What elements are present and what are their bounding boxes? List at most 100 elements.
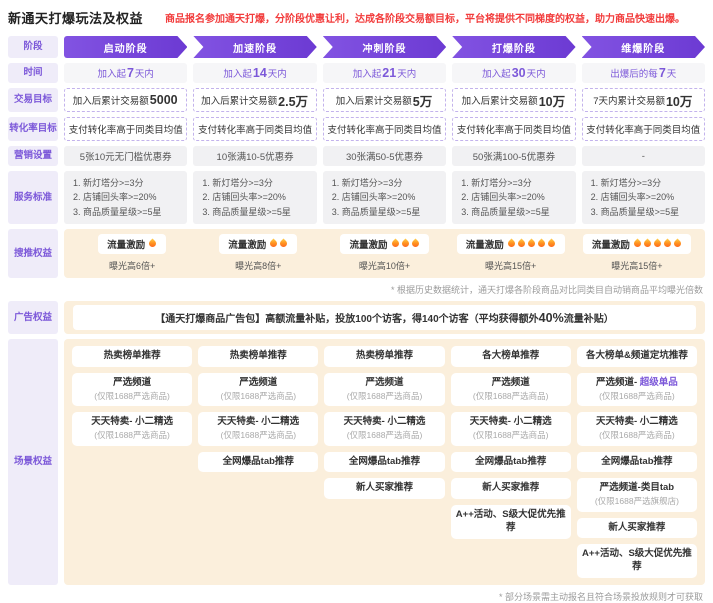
- scene-benefits-panel: 热卖榜单推荐 严选频道 (仅限1688严选商品) 天天特卖- 小二精选 (仅限1…: [64, 339, 705, 586]
- ad-benefits-panel: 【通天打爆商品广告包】高额流量补贴，投放100个访客，得140个访客（平均获得额…: [64, 301, 705, 335]
- exposure-note: 曝光高15倍+: [485, 261, 537, 272]
- scene-benefit-box: 热卖榜单推荐: [324, 346, 445, 367]
- scene-benefit-box: 天天特卖- 小二精选 (仅限1688严选商品): [450, 412, 571, 446]
- marketing-row: 营销设置 5张10元无门槛优惠券 10张满10-5优惠券 30张满50-5优惠券…: [8, 146, 705, 166]
- flame-icons: [147, 238, 158, 249]
- conversion-cell: 支付转化率高于同类目均值: [581, 117, 705, 141]
- marketing-cell: 10张满10-5优惠券: [193, 146, 317, 166]
- conversion-cell: 支付转化率高于同类目均值: [64, 117, 188, 141]
- flame-icons: [390, 238, 420, 249]
- flame-icon: [632, 238, 643, 249]
- row-label-promo: 搜推权益: [8, 229, 58, 279]
- flame-icon: [526, 238, 537, 249]
- scene-benefit-box: 严选频道- 超级单品 (仅限1688严选商品): [576, 372, 697, 407]
- exposure-note: 曝光高10倍+: [358, 261, 411, 272]
- promo-cell: 流量激励 曝光高6倍+: [72, 234, 192, 272]
- scene-benefit-box: 新人买家推荐: [324, 478, 445, 500]
- exposure-note: 曝光高6倍+: [108, 261, 156, 272]
- promo-row: 搜推权益 流量激励 曝光高6倍+ 流量激励 曝光高8倍+ 流量激励 曝光高10倍…: [8, 229, 705, 279]
- scene-footnote: * 部分场景需主动报名且符合场景投放规则才可获取: [498, 592, 703, 603]
- flame-icons: [506, 238, 557, 249]
- row-label-ad: 广告权益: [8, 301, 58, 335]
- super-item-link[interactable]: 超级单品: [639, 376, 678, 388]
- flame-icons: [632, 238, 683, 249]
- scene-column-accelerate: 热卖榜单推荐 严选频道 (仅限1688严选商品) 天天特卖- 小二精选 (仅限1…: [198, 346, 319, 473]
- conversion-cell: 支付转化率高于同类目均值: [452, 117, 576, 141]
- promo-cell: 流量激励 曝光高8倍+: [198, 234, 318, 272]
- marketing-cell: 50张满100-5优惠券: [452, 146, 576, 166]
- row-label-deal-target: 交易目标: [8, 88, 58, 112]
- scene-benefit-box: 严选频道 (仅限1688严选商品): [72, 372, 193, 407]
- traffic-boost-box: 流量激励: [98, 234, 167, 255]
- traffic-boost-box: 流量激励: [582, 234, 691, 255]
- scene-benefit-box: 严选频道 (仅限1688严选商品): [324, 372, 445, 407]
- scene-benefit-box: 各大榜单&频道定坑推荐: [576, 346, 697, 367]
- conversion-cell: 支付转化率高于同类目均值: [322, 117, 447, 141]
- conversion-row: 转化率目标 支付转化率高于同类目均值 支付转化率高于同类目均值 支付转化率高于同…: [8, 117, 705, 141]
- scene-benefit-box: A++活动、S级大促优先推荐: [576, 544, 697, 579]
- exposure-note: 曝光高8倍+: [235, 261, 282, 272]
- flame-icon: [516, 238, 527, 249]
- scene-benefit-box: 严选频道 (仅限1688严选商品): [198, 372, 319, 407]
- flame-icon: [268, 238, 279, 249]
- promo-cell: 流量激励 曝光高15倍+: [451, 234, 571, 272]
- promo-cell: 流量激励 曝光高10倍+: [324, 234, 444, 272]
- row-label-stage: 阶段: [8, 36, 58, 58]
- promo-footnote: * 根据历史数据统计，通天打爆各阶段商品对比同类目自动销商品平均曝光倍数: [390, 285, 703, 296]
- scene-benefit-box: 天天特卖- 小二精选 (仅限1688严选商品): [324, 412, 445, 446]
- flame-icon: [400, 238, 410, 249]
- row-label-marketing: 营销设置: [8, 146, 58, 166]
- scene-benefit-box: 全网爆品tab推荐: [198, 451, 319, 473]
- flame-icon: [652, 238, 663, 249]
- scene-benefit-box: 各大榜单推荐: [450, 346, 571, 367]
- scene-benefit-box: 新人买家推荐: [576, 517, 697, 539]
- ad-row: 广告权益 【通天打爆商品广告包】高额流量补贴，投放100个访客，得140个访客（…: [8, 301, 705, 335]
- row-label-scene: 场景权益: [8, 339, 58, 586]
- conversion-cell: 支付转化率高于同类目均值: [193, 117, 317, 141]
- stage-row: 阶段 启动阶段 加速阶段 冲刺阶段 打爆阶段 维爆阶段: [8, 36, 705, 58]
- scene-benefit-box: 热卖榜单推荐: [72, 346, 193, 367]
- promo-benefits-panel: 流量激励 曝光高6倍+ 流量激励 曝光高8倍+ 流量激励 曝光高10倍+ 流量激…: [64, 229, 705, 279]
- ad-package-box: 【通天打爆商品广告包】高额流量补贴，投放100个访客，得140个访客（平均获得额…: [73, 305, 696, 331]
- flame-icon: [672, 238, 683, 249]
- scene-column-sustain: 各大榜单&频道定坑推荐 严选频道- 超级单品 (仅限1688严选商品) 天天特卖…: [576, 346, 697, 579]
- flame-icon: [642, 238, 653, 249]
- flame-icon: [390, 238, 400, 249]
- scene-row: 场景权益 热卖榜单推荐 严选频道 (仅限1688严选商品) 天天特卖- 小二精选…: [8, 339, 705, 586]
- marketing-cell: -: [581, 146, 705, 166]
- traffic-boost-box: 流量激励: [219, 234, 298, 255]
- promo-cell: 流量激励 曝光高15倍+: [577, 234, 697, 272]
- scene-benefit-box: 全网爆品tab推荐: [324, 451, 445, 473]
- stage-arrow-sustain: 维爆阶段: [582, 36, 705, 58]
- traffic-boost-box: 流量激励: [456, 234, 565, 255]
- scene-benefit-box: 全网爆品tab推荐: [450, 451, 571, 473]
- notice-text: 商品报名参加通天打爆，分阶段优惠让利，达成各阶段交易额目标，平台将提供不同梯度的…: [165, 14, 686, 25]
- marketing-cell: 5张10元无门槛优惠券: [64, 146, 188, 166]
- flame-icon: [662, 238, 673, 249]
- scene-column-breakout: 各大榜单推荐 严选频道 (仅限1688严选商品) 天天特卖- 小二精选 (仅限1…: [450, 346, 571, 539]
- page-header: 新通天打爆玩法及权益 商品报名参加通天打爆，分阶段优惠让利，达成各阶段交易额目标…: [8, 8, 705, 27]
- scene-column-sprint: 热卖榜单推荐 严选频道 (仅限1688严选商品) 天天特卖- 小二精选 (仅限1…: [324, 346, 445, 500]
- scene-benefit-box: 天天特卖- 小二精选 (仅限1688严选商品): [72, 412, 193, 446]
- flame-icon: [410, 238, 420, 249]
- page-title: 新通天打爆玩法及权益: [8, 11, 144, 26]
- scene-benefit-box: 全网爆品tab推荐: [576, 451, 697, 473]
- stage-arrow-accelerate: 加速阶段: [193, 36, 316, 58]
